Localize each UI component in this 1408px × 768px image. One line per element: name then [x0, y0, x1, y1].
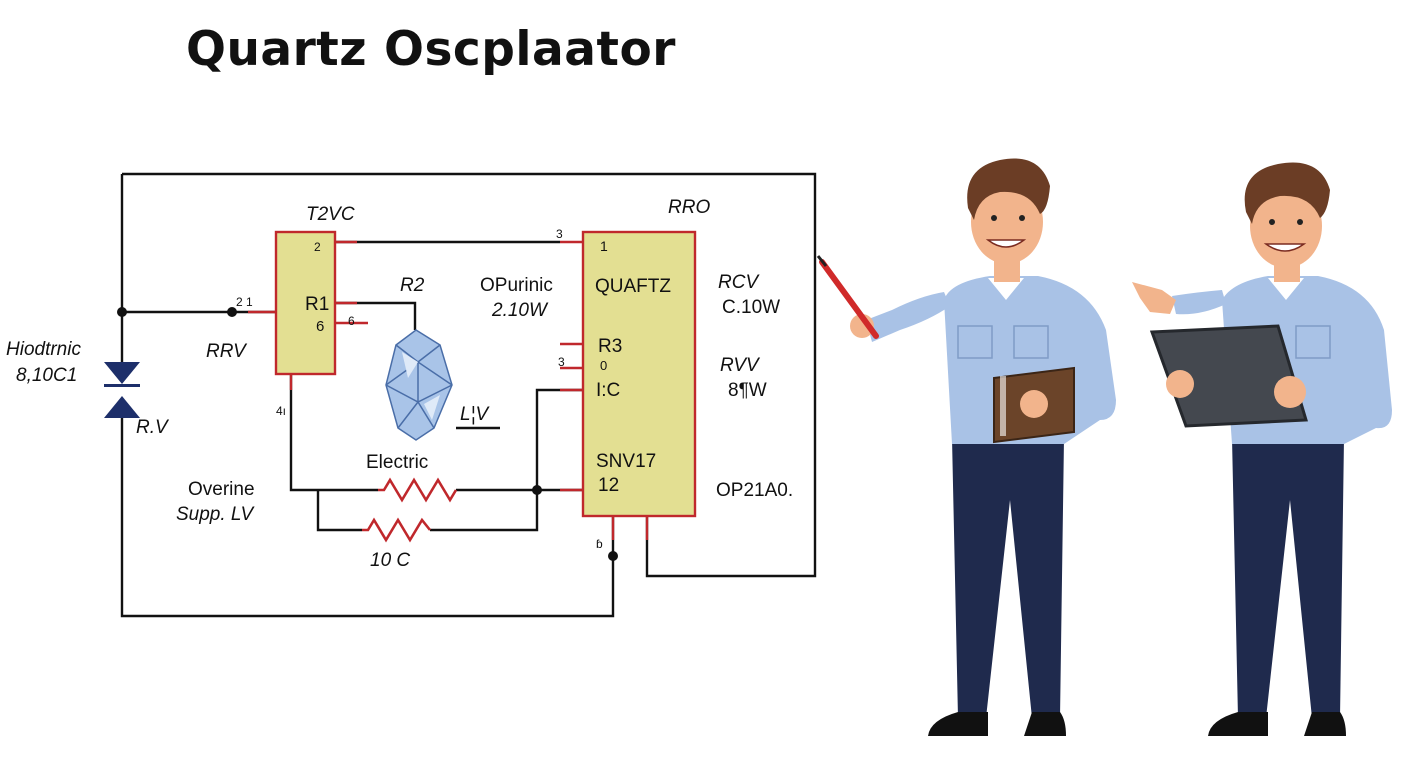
crystal-icon: [385, 329, 453, 441]
chip-r1: [274, 230, 337, 376]
label-rcv-val: C.10W: [722, 297, 780, 318]
chip-main-pin-12: 12: [598, 475, 619, 496]
label-opurinic-val: 2.10W: [491, 300, 549, 321]
label-electric: Electric: [366, 452, 428, 473]
label-hiodtrnic: Hiodtrnic: [6, 339, 81, 360]
page-title: Quartz Oscplaator: [186, 22, 676, 77]
junctions: [117, 307, 618, 561]
label-rvv-val: 8¶W: [728, 380, 767, 401]
chip-main-pin-1: 1: [600, 238, 608, 254]
label-liv: L¦V: [460, 404, 491, 425]
resistor-icon: [362, 517, 432, 543]
engineer-with-tablet: [1132, 162, 1392, 736]
label-t2vc: T2VC: [306, 204, 355, 225]
chip-main-part: SNV17: [596, 451, 656, 472]
label-rcv: RCV: [718, 272, 760, 293]
pin-stubs: [248, 240, 649, 540]
label-overine: Overine: [188, 479, 255, 500]
pin-3-left: 3: [558, 355, 565, 369]
diode-icon: [104, 362, 140, 418]
engineer-with-pen: [816, 158, 1116, 736]
label-r2: R2: [400, 275, 425, 296]
label-rro: RRO: [668, 197, 710, 218]
wires: [120, 172, 817, 618]
chip-r1-name: R1: [305, 294, 329, 315]
chip-quartz: [581, 230, 697, 518]
pin-4: 4ı: [276, 404, 286, 418]
chip-main-ic: I:C: [596, 380, 620, 401]
chip-r1-pin-mid: 6: [316, 318, 324, 335]
chip-r1-pin-top: 2: [314, 240, 321, 254]
label-supp: Supp. LV: [176, 504, 255, 525]
label-10c: 10 C: [370, 550, 410, 571]
pin-3-top: 3: [556, 227, 563, 241]
label-rvv: RVV: [720, 355, 761, 376]
label-op21a0: OP21A0.: [716, 480, 793, 501]
resistor-icon: [378, 477, 458, 503]
label-rrv: RRV: [206, 341, 248, 362]
pin-21: 2 1: [236, 295, 253, 309]
label-opurinic: OPurinic: [480, 275, 553, 296]
pin-6: 6: [348, 314, 355, 328]
label-hiodtrnic-val: 8,10C1: [16, 365, 77, 386]
pin-6-bottom: ɓ: [596, 537, 603, 551]
label-rv: R.V: [136, 417, 170, 438]
chip-main-r3-val: 0: [600, 358, 607, 373]
chip-main-r3: R3: [598, 336, 622, 357]
chip-main-name: QUAFTZ: [595, 276, 671, 297]
